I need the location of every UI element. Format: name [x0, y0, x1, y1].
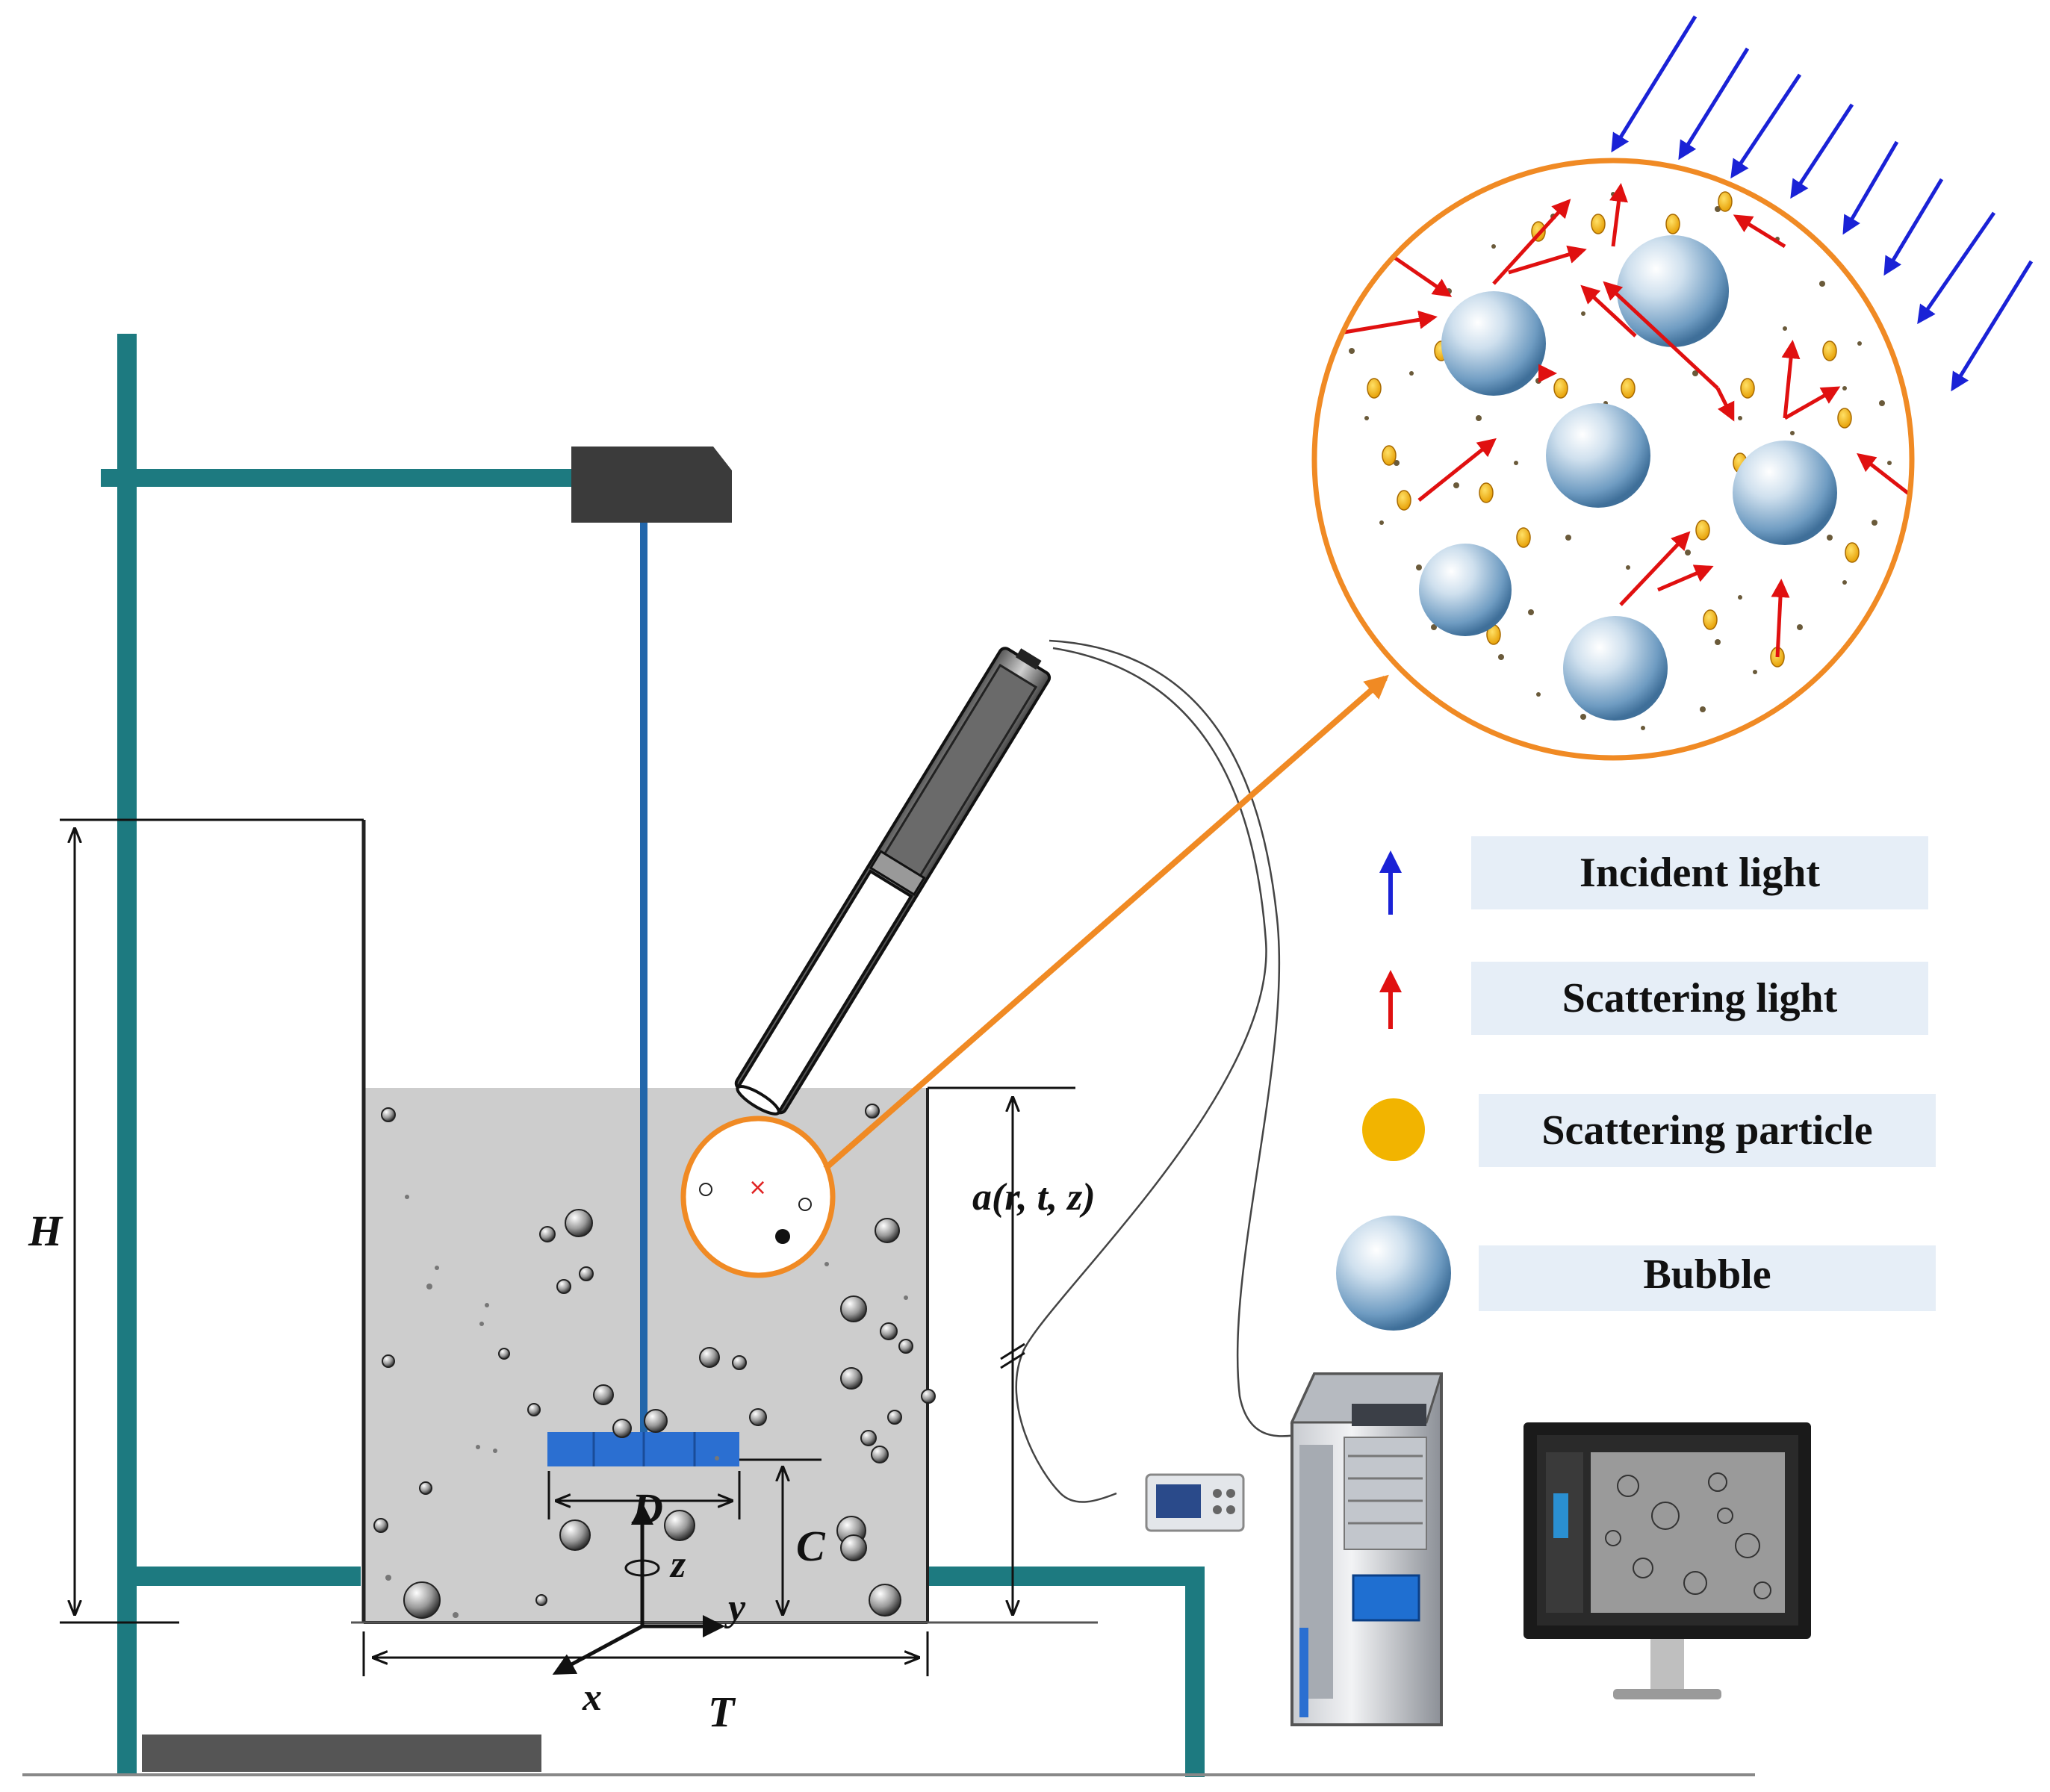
impeller-diameter-label: D [631, 1484, 663, 1533]
probe-position-label: a(r, t, z) [972, 1176, 1096, 1219]
coordinate-axes [552, 1502, 725, 1675]
dimension-lines [60, 818, 1075, 1676]
scattering-light-arrows [1344, 183, 1912, 658]
probe-tube [734, 647, 1052, 1116]
height-label: H [28, 1207, 63, 1255]
computer-tower [1290, 1372, 1444, 1726]
monitor [1523, 1422, 1811, 1699]
tank-diameter-label: T [708, 1687, 736, 1736]
yellow-particle-icon [1362, 1098, 1425, 1161]
magnification-arrow [823, 674, 1389, 1172]
svg-text:Scattering light: Scattering light [1562, 975, 1838, 1021]
vessel-bubbles [373, 1104, 936, 1619]
motor [571, 447, 732, 523]
incident-light-arrows [1611, 15, 2034, 392]
oscilloscope [1145, 1473, 1245, 1532]
magnified-view [1311, 158, 1915, 761]
stand-frame [22, 334, 1755, 1777]
svg-text:Incident light: Incident light [1580, 850, 1820, 896]
legend-item-scattering: Scattering light [1379, 962, 1928, 1035]
z-axis-label: z [669, 1543, 686, 1586]
bubble-icon [1336, 1216, 1451, 1331]
probe-cable [1015, 639, 1304, 1503]
x-axis-label: x [582, 1676, 602, 1719]
impeller [547, 1432, 739, 1466]
legend-item-bubble: Bubble [1336, 1216, 1936, 1331]
legend-item-incident: Incident light [1379, 836, 1928, 915]
svg-text:×: × [748, 1175, 767, 1201]
clearance-label: C [796, 1522, 826, 1570]
legend: Incident light Scattering light Scatteri… [1336, 836, 1936, 1331]
probe-measurement-zone: × [680, 1116, 836, 1278]
legend-item-particle: Scattering particle [1362, 1094, 1936, 1167]
svg-text:Bubble: Bubble [1643, 1251, 1771, 1298]
stirrer-shaft [640, 523, 647, 1434]
svg-text:Scattering particle: Scattering particle [1541, 1107, 1872, 1154]
